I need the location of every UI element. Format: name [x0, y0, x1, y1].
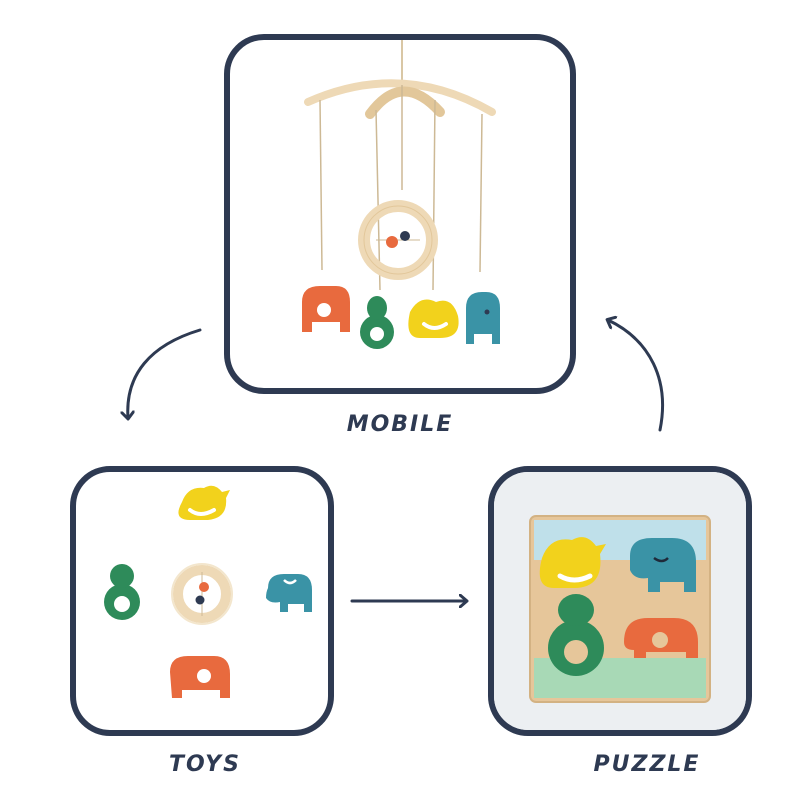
arrow-puzzle-to-mobile — [608, 320, 665, 432]
arrow-mobile-to-toys — [128, 328, 202, 418]
toys-card — [70, 466, 334, 736]
caption-toys: TOYS — [169, 752, 241, 777]
puzzle-illustration — [494, 472, 746, 730]
toys-illustration — [104, 485, 312, 698]
caption-puzzle: PUZZLE — [593, 752, 701, 777]
caption-mobile: MOBILE — [346, 412, 454, 437]
mobile-card — [224, 34, 576, 394]
puzzle-card — [488, 466, 752, 736]
mobile-illustration — [302, 40, 500, 349]
